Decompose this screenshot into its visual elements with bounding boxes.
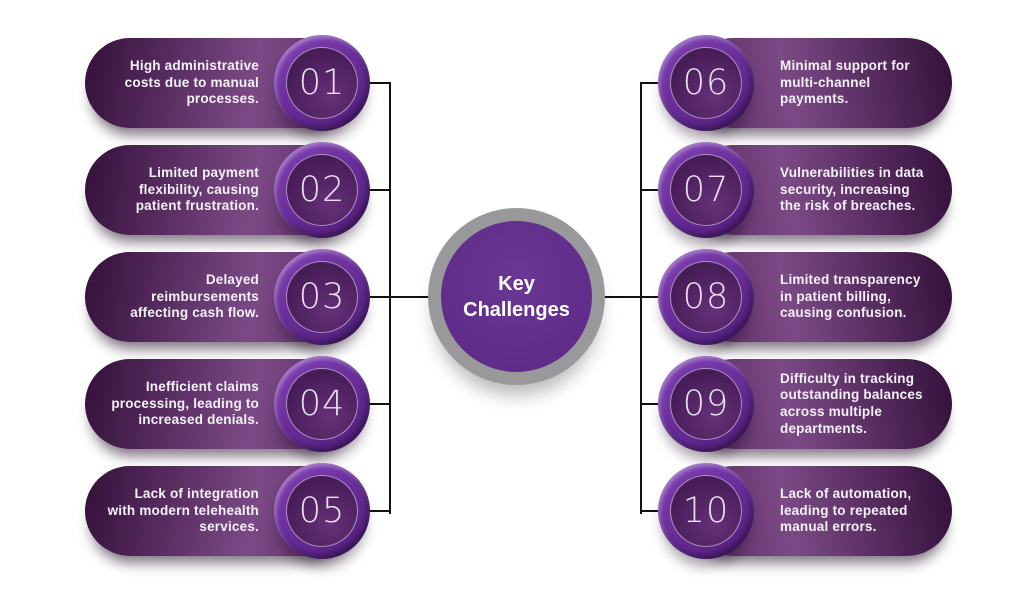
challenge-number-inner-circle: 02 xyxy=(286,154,358,226)
challenge-number-inner-circle: 06 xyxy=(670,47,742,119)
challenge-text: High administrative costs due to manual … xyxy=(124,57,259,107)
challenge-number: 08 xyxy=(682,277,730,317)
connector-stub-07 xyxy=(641,189,667,191)
challenge-text: Inefficient claims processing, leading t… xyxy=(111,378,259,428)
challenge-card-05: Lack of integration with modern teleheal… xyxy=(85,463,381,559)
challenge-card-03: Delayed reimbursements affecting cash fl… xyxy=(85,249,381,345)
challenge-card-10: Lack of automation, leading to repeated … xyxy=(658,463,954,559)
challenge-card-06: Minimal support for multi-channel paymen… xyxy=(658,35,954,131)
hub-left-connector-line xyxy=(389,296,435,298)
connector-stub-03 xyxy=(364,296,390,298)
challenge-number-badge: 01 xyxy=(274,35,370,131)
challenge-number-badge: 02 xyxy=(274,142,370,238)
diagram-title: Key Challenges xyxy=(463,272,570,321)
challenge-number-inner-circle: 05 xyxy=(286,475,358,547)
challenge-number: 09 xyxy=(682,384,730,424)
challenge-card-07: Vulnerabilities in data security, increa… xyxy=(658,142,954,238)
challenge-card-09: Difficulty in tracking outstanding balan… xyxy=(658,356,954,452)
challenge-card-08: Limited transparency in patient billing,… xyxy=(658,249,954,345)
challenge-text: Difficulty in tracking outstanding balan… xyxy=(780,370,923,436)
challenge-number: 06 xyxy=(682,63,730,103)
challenge-card-04: Inefficient claims processing, leading t… xyxy=(85,356,381,452)
challenge-card-02: Limited payment flexibility, causing pat… xyxy=(85,142,381,238)
connector-stub-04 xyxy=(364,403,390,405)
challenge-number-inner-circle: 01 xyxy=(286,47,358,119)
right-connector-vertical-line xyxy=(640,82,642,514)
challenge-number: 01 xyxy=(298,63,346,103)
challenge-number-badge: 03 xyxy=(274,249,370,345)
center-hub-ring: Key Challenges xyxy=(428,208,605,385)
connector-stub-10 xyxy=(641,510,667,512)
challenge-number-badge: 10 xyxy=(658,463,754,559)
challenge-number: 04 xyxy=(298,384,346,424)
challenge-number-badge: 04 xyxy=(274,356,370,452)
challenge-text: Vulnerabilities in data security, increa… xyxy=(780,164,924,214)
left-connector-vertical-line xyxy=(389,82,391,514)
challenge-number: 05 xyxy=(298,491,346,531)
challenge-text: Lack of automation, leading to repeated … xyxy=(780,485,912,535)
challenge-card-01: High administrative costs due to manual … xyxy=(85,35,381,131)
challenge-number: 10 xyxy=(682,491,730,531)
challenge-number: 02 xyxy=(298,170,346,210)
challenge-text: Lack of integration with modern teleheal… xyxy=(107,485,259,535)
challenge-number: 07 xyxy=(682,170,730,210)
challenge-number-badge: 09 xyxy=(658,356,754,452)
challenge-number-inner-circle: 10 xyxy=(670,475,742,547)
connector-stub-06 xyxy=(641,82,667,84)
challenge-number-badge: 06 xyxy=(658,35,754,131)
challenge-number-badge: 05 xyxy=(274,463,370,559)
connector-stub-02 xyxy=(364,189,390,191)
challenge-number-inner-circle: 04 xyxy=(286,368,358,440)
challenge-number-inner-circle: 07 xyxy=(670,154,742,226)
hub-right-connector-line xyxy=(597,296,642,298)
challenge-number-inner-circle: 03 xyxy=(286,261,358,333)
connector-stub-05 xyxy=(364,510,390,512)
connector-stub-09 xyxy=(641,403,667,405)
challenge-number-badge: 08 xyxy=(658,249,754,345)
center-hub-circle: Key Challenges xyxy=(441,221,592,372)
connector-stub-01 xyxy=(364,82,390,84)
challenge-text: Limited transparency in patient billing,… xyxy=(780,271,921,321)
challenge-text: Delayed reimbursements affecting cash fl… xyxy=(130,271,259,321)
connector-stub-08 xyxy=(641,296,667,298)
challenge-number-badge: 07 xyxy=(658,142,754,238)
challenge-number-inner-circle: 08 xyxy=(670,261,742,333)
challenge-number-inner-circle: 09 xyxy=(670,368,742,440)
challenge-text: Minimal support for multi-channel paymen… xyxy=(780,57,910,107)
challenge-number: 03 xyxy=(298,277,346,317)
challenge-text: Limited payment flexibility, causing pat… xyxy=(135,164,259,214)
